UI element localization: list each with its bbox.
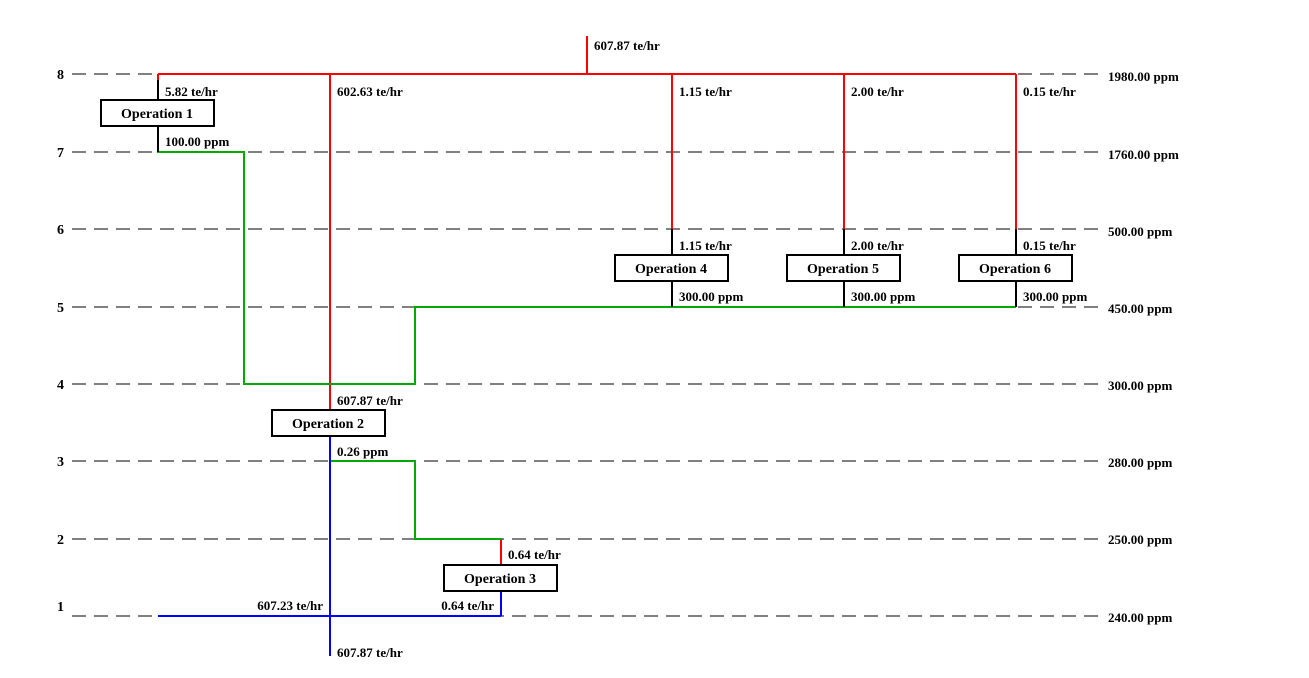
operation-label: Operation 5 <box>807 262 879 277</box>
op4-branch-flow-label: 1.15 te/hr <box>679 84 732 99</box>
reuse-lines <box>157 126 1016 540</box>
operation-op2[interactable]: Operation 2 <box>271 409 386 437</box>
level-concentration: 240.00 ppm <box>1108 610 1172 625</box>
level-number: 5 <box>57 301 64 316</box>
op2-in-flow-label: 607.87 te/hr <box>337 393 403 408</box>
operation-op1[interactable]: Operation 1 <box>100 99 215 127</box>
connector-lines <box>157 80 1017 307</box>
level-number: 7 <box>57 146 64 161</box>
freshwater-in-flow-label: 607.87 te/hr <box>594 38 660 53</box>
op2-outlet-line <box>330 460 501 540</box>
flow-labels: 607.87 te/hr 5.82 te/hr 602.63 te/hr 1.1… <box>165 38 1076 660</box>
operation-label: Operation 6 <box>979 262 1051 277</box>
level-number: 4 <box>57 378 64 393</box>
level-numbers: 8 7 6 5 4 3 2 1 <box>57 68 64 615</box>
operation-box[interactable] <box>100 99 215 127</box>
operation-op4[interactable]: Operation 4 <box>614 254 729 282</box>
op6-in-flow-label: 0.15 te/hr <box>1023 238 1076 253</box>
level-concentration: 300.00 ppm <box>1108 378 1172 393</box>
level-concentrations: 1980.00 ppm 1760.00 ppm 500.00 ppm 450.0… <box>1108 69 1179 625</box>
operation-label: Operation 1 <box>121 107 193 122</box>
op2-out-conc-label: 0.26 ppm <box>337 444 388 459</box>
level-concentration: 1760.00 ppm <box>1108 147 1179 162</box>
op1-in-flow-label: 5.82 te/hr <box>165 84 218 99</box>
operation-box[interactable] <box>271 409 386 437</box>
level-number: 8 <box>57 68 64 83</box>
level-concentration: 1980.00 ppm <box>1108 69 1179 84</box>
level-number: 2 <box>57 533 64 548</box>
op5-in-flow-label: 2.00 te/hr <box>851 238 904 253</box>
op5-branch-flow-label: 2.00 te/hr <box>851 84 904 99</box>
operation-op3[interactable]: Operation 3 <box>443 564 558 592</box>
level-number: 1 <box>57 600 64 615</box>
operation-box[interactable] <box>958 254 1073 282</box>
level-concentration: 500.00 ppm <box>1108 224 1172 239</box>
level-guides <box>72 73 1100 617</box>
outlet-concentration-labels: 100.00 ppm 300.00 ppm 300.00 ppm 300.00 … <box>165 134 1087 459</box>
op4-out-conc-label: 300.00 ppm <box>679 289 743 304</box>
operation-label: Operation 2 <box>292 417 364 432</box>
op6-branch-flow-label: 0.15 te/hr <box>1023 84 1076 99</box>
op5-out-conc-label: 300.00 ppm <box>851 289 915 304</box>
op2-out-branch-flow-label: 607.23 te/hr <box>257 598 323 613</box>
operation-label: Operation 4 <box>635 262 707 277</box>
operation-box[interactable] <box>786 254 901 282</box>
operation-op6[interactable]: Operation 6 <box>958 254 1073 282</box>
op3-out-flow-label: 0.64 te/hr <box>441 598 494 613</box>
level-concentration: 250.00 ppm <box>1108 532 1172 547</box>
operation-box[interactable] <box>443 564 558 592</box>
level-number: 6 <box>57 223 64 238</box>
operation-label: Operation 3 <box>464 572 536 587</box>
op3-in-flow-label: 0.64 te/hr <box>508 547 561 562</box>
level-concentration: 450.00 ppm <box>1108 301 1172 316</box>
op1-out-conc-label: 100.00 ppm <box>165 134 229 149</box>
op4-in-flow-label: 1.15 te/hr <box>679 238 732 253</box>
op6-out-conc-label: 300.00 ppm <box>1023 289 1087 304</box>
operation-op5[interactable]: Operation 5 <box>786 254 901 282</box>
wastewater-out-flow-label: 607.87 te/hr <box>337 645 403 660</box>
level-number: 3 <box>57 455 64 470</box>
main-branch-flow-label: 602.63 te/hr <box>337 84 403 99</box>
operation-box[interactable] <box>614 254 729 282</box>
wastewater-lines <box>158 436 502 656</box>
level-concentration: 280.00 ppm <box>1108 455 1172 470</box>
